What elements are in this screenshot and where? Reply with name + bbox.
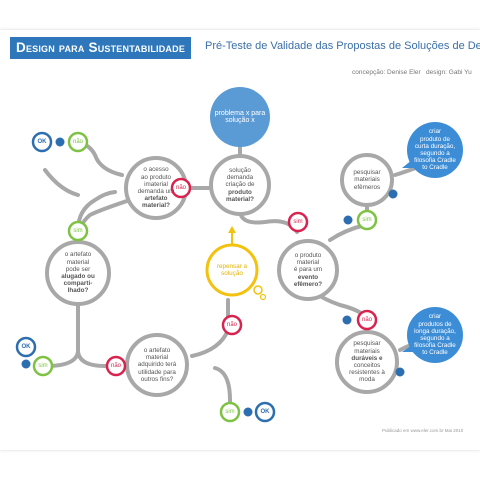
yes-badge-rent-ok: [32, 355, 54, 377]
no-badge-rent: [105, 355, 127, 377]
arrow-up-icon: [228, 226, 236, 233]
smiley-icons: [21, 137, 405, 417]
yes-badge-solution: [287, 211, 309, 233]
label-no-event: não: [361, 316, 372, 323]
credit-concept: concepção: Denise Eler: [352, 69, 421, 76]
bubble-tail: [402, 345, 418, 352]
no-badge-event: [356, 309, 378, 331]
smiley-icon: [388, 189, 398, 199]
create-long-bubble: [407, 307, 463, 363]
label-ok-left: OK: [21, 343, 31, 350]
smiley-icon: [55, 137, 65, 147]
start-node-label: problema x para solução x: [214, 109, 266, 125]
label-ok-top: OK: [37, 138, 47, 145]
page-subtitle: Pré-Teste de Validade das Propostas de S…: [205, 40, 480, 52]
bubble-tail: [402, 160, 418, 168]
header: Design para Sustentabilidade Pré-Teste d…: [0, 30, 480, 64]
no-badge-reuse: [221, 314, 243, 336]
label-ok-bottom: OK: [260, 408, 270, 415]
create-short-bubble: [407, 122, 463, 178]
credit-design: design: Gabi Yu: [426, 69, 472, 76]
no-badge-solution: [170, 177, 192, 199]
q-solution-node: [209, 154, 271, 216]
label-yes-event: sim: [362, 216, 372, 223]
q-reuse-node: [125, 333, 189, 397]
label-no-rent: não: [110, 362, 121, 369]
label-yes-rent: sim: [73, 227, 83, 234]
brand-title: Design para Sustentabilidade: [10, 37, 192, 59]
label-yes-solution: sim: [293, 218, 303, 225]
thought-bubble-dot: [259, 293, 267, 301]
smiley-icon: [342, 315, 352, 325]
ok-badge-bottom: [254, 401, 276, 423]
q-event-node: [277, 239, 339, 301]
label-yes-rent-ok: sim: [38, 362, 48, 369]
footer-publication: Publicado em www.eler.com.br Mai 2010: [382, 428, 464, 433]
q-rent-node: [45, 240, 111, 306]
ok-badge-top: [31, 131, 53, 153]
smiley-icon: [21, 359, 31, 369]
yes-badge-reuse: [219, 401, 241, 423]
ok-badge-left: [15, 336, 37, 358]
label-no-solution: não: [175, 184, 186, 191]
label-yes-reuse: sim: [225, 408, 235, 415]
yes-badge-event: [356, 209, 378, 231]
start-node: [210, 87, 270, 147]
smiley-icon: [395, 367, 405, 377]
smiley-icon: [243, 407, 253, 417]
no-badge-access-top: [67, 131, 89, 153]
yes-badge-rent: [67, 220, 89, 242]
thought-bubble-dot: [253, 285, 263, 295]
smiley-icon: [343, 215, 353, 225]
ephemeral-node: [340, 153, 394, 207]
label-no-top: não: [72, 138, 83, 145]
durable-node: [335, 330, 399, 394]
label-no-reuse: não: [226, 321, 237, 328]
